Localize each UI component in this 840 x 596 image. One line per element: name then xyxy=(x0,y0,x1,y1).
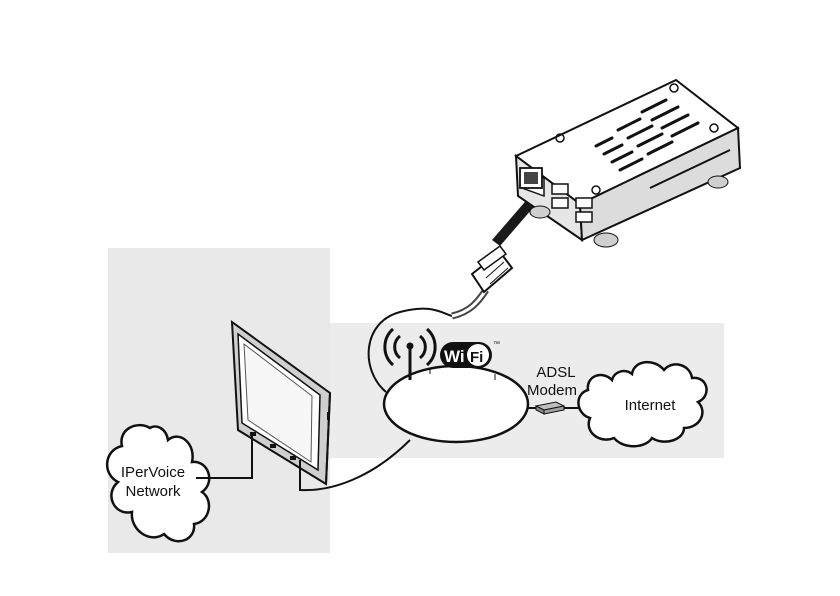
wifi-label-left: Wi xyxy=(444,347,465,366)
internet-label: Internet xyxy=(625,397,677,414)
ethernet-cable-end xyxy=(452,290,486,316)
adsl-label-line2: Modem xyxy=(527,382,577,399)
rj45-connector-icon xyxy=(472,246,512,292)
ipervoice-label-line2: Network xyxy=(125,483,181,500)
ipervoice-label-line1: IPerVoice xyxy=(121,464,185,481)
adsl-label-line1: ADSL xyxy=(536,364,575,381)
wifi-label-right: Fi xyxy=(470,349,483,366)
mini-pc-icon xyxy=(516,80,740,247)
wifi-trademark: ™ xyxy=(493,341,500,348)
